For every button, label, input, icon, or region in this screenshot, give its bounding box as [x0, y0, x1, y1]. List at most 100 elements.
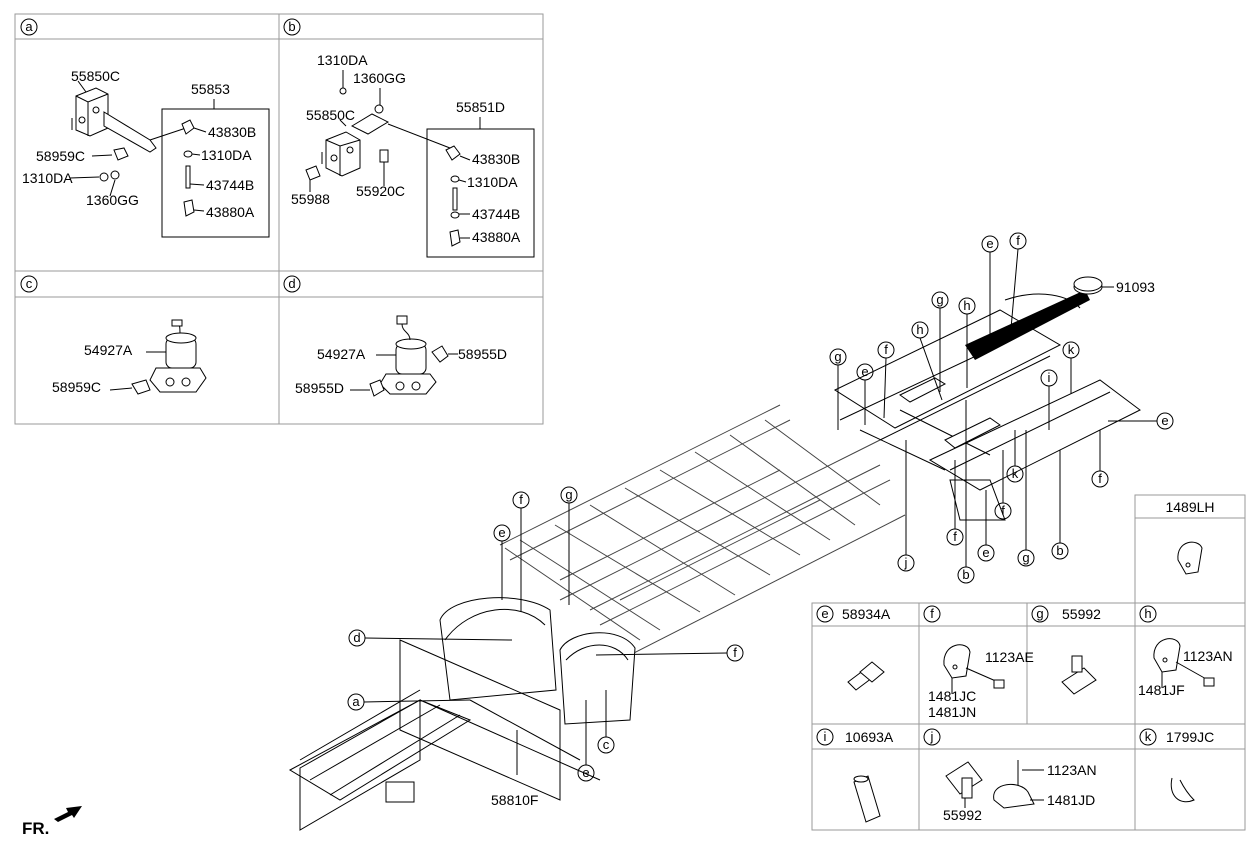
label-58955d-d1: 58955D: [458, 346, 507, 362]
sleeve-icon-i: [853, 775, 881, 823]
legend-e-key: e: [821, 606, 828, 621]
label-55920c: 55920C: [356, 183, 405, 199]
callout-f3: f: [1098, 471, 1102, 486]
kit-box-a: [161, 108, 270, 238]
legend-j-circle: [923, 728, 941, 746]
label-55988: 55988: [291, 191, 330, 207]
panel-b: b 1310DA 1360GG 55850C 55851D 43830B 131…: [283, 18, 535, 258]
legend-table: [811, 494, 1246, 831]
label-58959c-c: 58959C: [52, 379, 101, 395]
callout-k2: k: [1012, 466, 1019, 481]
legend-g-circle: [1031, 605, 1049, 623]
legend-f-circle: [923, 605, 941, 623]
legend-f-a: 1123AE: [985, 649, 1034, 665]
callout-f6: f: [519, 492, 523, 507]
callout-g1: g: [834, 349, 841, 364]
callout-h1: h: [916, 322, 923, 337]
label-43880a-b: 43880A: [472, 229, 521, 245]
label-1310da-a: 1310DA: [22, 170, 73, 186]
legend-h-circle: [1139, 605, 1157, 623]
ladder-frame: [499, 404, 906, 656]
callout-f4: f: [953, 529, 957, 544]
label-58959c-a: 58959C: [36, 148, 85, 164]
label-1310da-a-kit: 1310DA: [201, 147, 252, 163]
panel-a-key: a: [25, 19, 33, 34]
clip-icon-f: [943, 644, 1005, 694]
panel-d: d 54927A 58955D 58955D: [283, 275, 507, 397]
connector-icon-e: [847, 661, 885, 691]
panel-b-key-circle: [283, 18, 301, 36]
rear-chassis: [288, 597, 636, 831]
legend-j-c: 1481JD: [1047, 792, 1095, 808]
panel-c-key-circle: [20, 275, 38, 293]
callout-f7: f: [733, 645, 737, 660]
label-54927a-d: 54927A: [317, 346, 366, 362]
clip-icon-h: [1153, 638, 1215, 688]
callout-f2: f: [1016, 233, 1020, 248]
legend-code-1489lh: 1489LH: [1165, 499, 1214, 515]
legend-h-b: 1481JF: [1138, 682, 1185, 698]
callout-e5: e: [498, 525, 505, 540]
label-91093: 91093: [1116, 279, 1155, 295]
callout-j1: j: [904, 555, 908, 570]
valve-drawing-d: [350, 315, 458, 397]
front-chassis: [833, 290, 1141, 521]
bracket-drawing-b: [305, 70, 471, 247]
callout-g2: g: [936, 292, 943, 307]
callout-a1: a: [352, 694, 360, 709]
legend-k-circle: [1139, 728, 1157, 746]
detail-panels: [14, 13, 544, 425]
legend-j-b: 55992: [943, 807, 982, 823]
legend-i-circle: [816, 728, 834, 746]
callout-b1: b: [962, 567, 969, 582]
label-55850c-b: 55850C: [306, 107, 355, 123]
legend-j-key: j: [930, 729, 934, 744]
legend-f-key: f: [930, 606, 934, 621]
callout-f5: f: [1001, 503, 1005, 518]
callout-d1: d: [353, 630, 360, 645]
label-55850c-a: 55850C: [71, 68, 120, 84]
legend-e-circle: [816, 605, 834, 623]
label-1360gg-b: 1360GG: [353, 70, 406, 86]
label-43880a-a: 43880A: [206, 204, 255, 220]
tee-clip-icon-j: [945, 760, 1044, 809]
legend-f-b: 1481JC: [928, 688, 976, 704]
legend-k-code: 1799JC: [1166, 729, 1214, 745]
callout-b2: b: [1056, 543, 1063, 558]
label-58955d-d2: 58955D: [295, 380, 344, 396]
label-58810f: 58810F: [491, 792, 538, 808]
callout-e1: e: [861, 364, 868, 379]
callout-e3: e: [1161, 413, 1168, 428]
bracket-drawing-a: [69, 80, 207, 217]
callout-h2: h: [963, 298, 970, 313]
callout-f1: f: [884, 342, 888, 357]
label-54927a-c: 54927A: [84, 342, 133, 358]
callouts: g e f h g h e f k i e f j f b e g b k: [347, 232, 1174, 782]
callout-g4: g: [565, 487, 572, 502]
legend-h-key: h: [1144, 606, 1151, 621]
callout-k1: k: [1068, 342, 1075, 357]
legend-j-a: 1123AN: [1047, 762, 1097, 778]
label-1310da-b-kit: 1310DA: [467, 174, 518, 190]
legend-i-key: i: [824, 729, 827, 744]
callout-c1: c: [603, 737, 610, 752]
label-1360gg-a: 1360GG: [86, 192, 139, 208]
callout-g3: g: [1022, 550, 1029, 565]
label-55851d: 55851D: [456, 99, 505, 115]
panel-b-key: b: [288, 19, 295, 34]
legend-g-code: 55992: [1062, 606, 1101, 622]
callout-e6: e: [582, 765, 589, 780]
panel-d-key: d: [288, 276, 295, 291]
label-55853: 55853: [191, 81, 230, 97]
legend-h-a: 1123AN: [1183, 648, 1233, 664]
panel-a: a 55850C 55853 43830B 1310DA 43744B 4388…: [20, 18, 270, 238]
valve-drawing-c: [109, 319, 207, 395]
panel-a-key-circle: [20, 18, 38, 36]
label-43830b-b: 43830B: [472, 151, 520, 167]
tie-icon-k: [1170, 777, 1195, 803]
tee-icon-g: [1061, 655, 1097, 695]
callout-e2: e: [986, 236, 993, 251]
callout-e4: e: [982, 545, 989, 560]
front-label: FR.: [22, 819, 49, 838]
